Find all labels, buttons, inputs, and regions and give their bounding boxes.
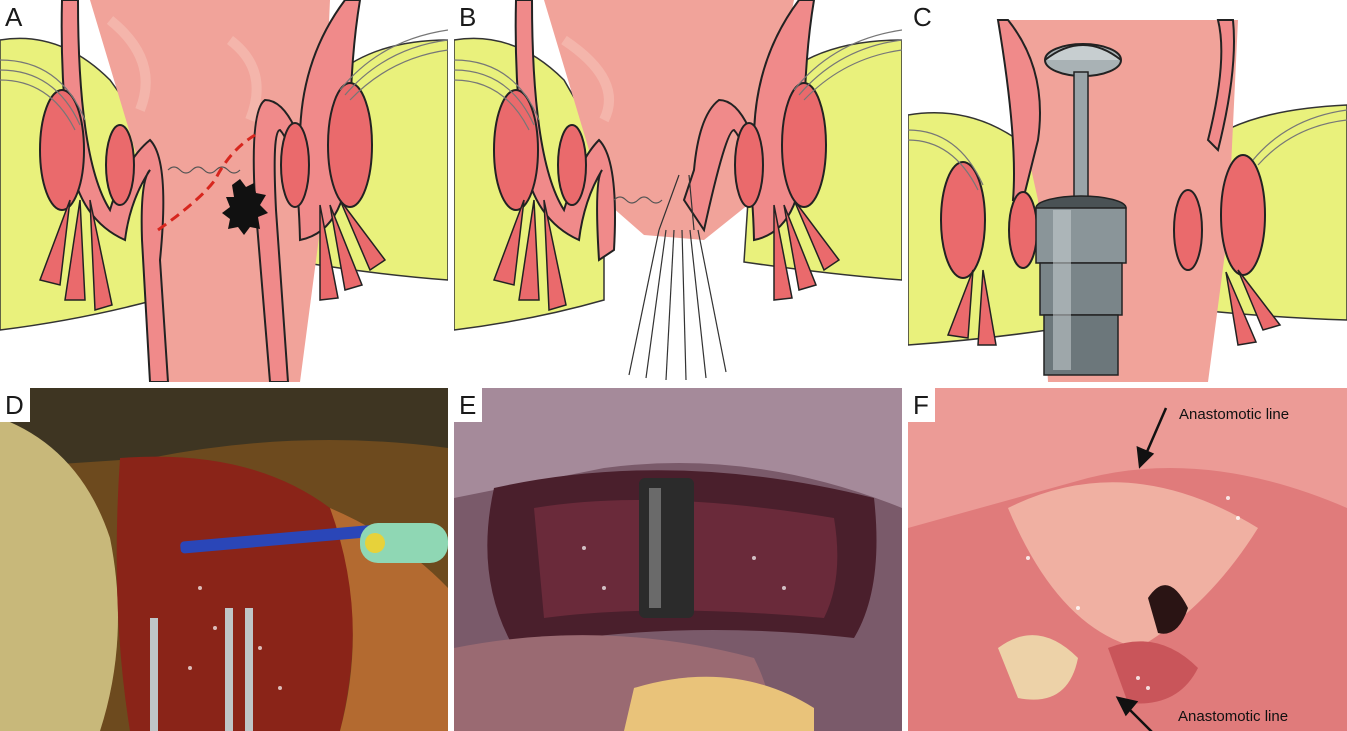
- panel-label-f: F: [908, 388, 935, 422]
- photo-d: [0, 388, 448, 731]
- panel-label-c: C: [908, 0, 938, 34]
- illustration-b: [454, 0, 902, 382]
- panel-label-e: E: [454, 388, 482, 422]
- photo-e: [454, 388, 902, 731]
- muscle-right-1: [328, 83, 372, 207]
- muscle-left-1: [40, 90, 84, 210]
- panel-f: F Anastomotic line Anastomotic line: [908, 388, 1347, 731]
- muscle-left-2: [106, 125, 134, 205]
- panel-b: B: [454, 0, 902, 382]
- annotation-bottom: Anastomotic line: [1178, 708, 1288, 725]
- panel-label-a: A: [0, 0, 28, 34]
- photo-f: [908, 388, 1347, 731]
- muscle-right-2: [281, 123, 309, 207]
- illustration-a: [0, 0, 448, 382]
- illustration-c: [908, 0, 1347, 382]
- panel-e: E: [454, 388, 902, 731]
- panel-d: D: [0, 388, 448, 731]
- panel-label-d: D: [0, 388, 30, 422]
- panel-a: A: [0, 0, 448, 382]
- panel-c: C: [908, 0, 1347, 382]
- annotation-top: Anastomotic line: [1179, 406, 1289, 423]
- panel-label-b: B: [454, 0, 482, 34]
